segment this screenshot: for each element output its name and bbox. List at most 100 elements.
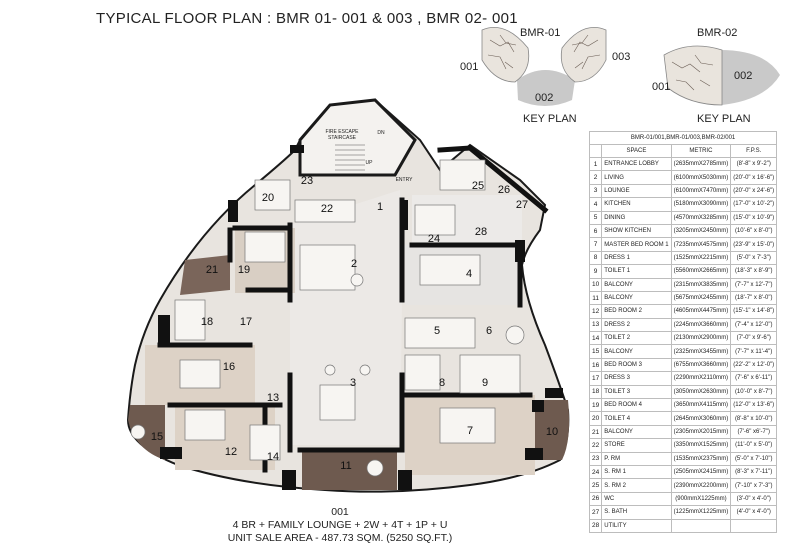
schedule-cell-metric: (2305mmX2015mm) xyxy=(670,424,732,440)
schedule-cell-no: 5 xyxy=(588,210,603,225)
schedule-cell-no: 10 xyxy=(588,277,603,292)
schedule-cell-space: BALCONY xyxy=(601,424,672,440)
room-label-26: 26 xyxy=(498,184,510,196)
room-label-14: 14 xyxy=(267,451,279,463)
room-label-9: 9 xyxy=(482,377,488,389)
schedule-cell-no: 14 xyxy=(588,331,603,346)
schedule-cell-no: 7 xyxy=(588,237,603,252)
schedule-cell-no: 2 xyxy=(588,170,603,185)
room-label-13: 13 xyxy=(267,392,279,404)
stair-dn-label: DN xyxy=(377,130,385,136)
room-label-10: 10 xyxy=(546,426,558,438)
unit-configuration: 4 BR + FAMILY LOUNGE + 2W + 4T + 1P + U xyxy=(232,519,448,531)
schedule-cell-space: TOILET 2 xyxy=(601,331,672,346)
schedule-cell-fps: (3'-0" x 4'-0") xyxy=(730,491,778,507)
schedule-cell-fps: (7'-7" x 11'-4") xyxy=(730,344,778,359)
schedule-cell-fps: (8'-8" x 9'-2") xyxy=(730,156,778,172)
key-plan-tower-label: BMR-01 xyxy=(520,27,560,39)
key-plan-caption: KEY PLAN xyxy=(697,113,751,125)
schedule-cell-no: 4 xyxy=(588,197,603,212)
area-schedule-table: BMR-01/001,BMR-01/003,BMR-02/001 SPACE M… xyxy=(588,131,778,533)
page-title: TYPICAL FLOOR PLAN : BMR 01- 001 & 003 ,… xyxy=(96,10,518,27)
unit-number: 001 xyxy=(331,506,349,518)
schedule-cell-metric: (3650mmX4115mm) xyxy=(670,398,732,413)
schedule-cell-no: 22 xyxy=(588,438,603,453)
schedule-cell-space: DRESS 2 xyxy=(601,317,672,333)
schedule-cell-space: DRESS 3 xyxy=(601,371,672,386)
schedule-cell-no: 6 xyxy=(588,223,603,239)
room-label-5: 5 xyxy=(434,325,440,337)
schedule-cell-no: 8 xyxy=(588,250,603,266)
schedule-cell-no: 19 xyxy=(588,398,603,413)
schedule-cell-no: 24 xyxy=(588,464,603,480)
schedule-title-row: BMR-01/001,BMR-01/003,BMR-02/001 xyxy=(588,131,778,145)
schedule-cell-space: MASTER BED ROOM 1 xyxy=(601,237,672,252)
schedule-cell-metric: (2290mmX2110mm) xyxy=(670,371,732,386)
schedule-cell-fps: (11'-0" x 5'-0") xyxy=(730,438,778,453)
schedule-cell-metric: (3205mmX2450mm) xyxy=(670,223,732,239)
schedule-cell-fps: (15'-1" x 14'-8") xyxy=(730,304,778,319)
room-label-15: 15 xyxy=(151,431,163,443)
room-label-27: 27 xyxy=(516,199,528,211)
schedule-cell-fps: (7'-6" x6'-7") xyxy=(730,424,778,440)
schedule-cell-metric: (3050mmX2630mm) xyxy=(670,384,732,400)
schedule-cell-metric: (1525mmX2215mm) xyxy=(670,250,732,266)
schedule-cell-no: 18 xyxy=(588,384,603,400)
schedule-cell-metric: (5675mmX2455mm) xyxy=(670,290,732,306)
schedule-cell-metric: (2245mmX3660mm) xyxy=(670,317,732,333)
fire-escape-label: FIRE ESCAPE xyxy=(325,129,359,135)
schedule-cell-fps: (7'-7" x 12'-7") xyxy=(730,277,778,292)
schedule-cell-metric: (4605mmX4475mm) xyxy=(670,304,732,319)
room-label-24: 24 xyxy=(428,233,440,245)
entry-label: ENTRY xyxy=(396,177,414,183)
schedule-cell-metric: (6100mmX7470mm) xyxy=(670,183,732,199)
room-label-11: 11 xyxy=(340,460,351,472)
schedule-cell-no: 13 xyxy=(588,317,603,333)
schedule-cell-space: S. RM 1 xyxy=(601,464,672,480)
schedule-cell-no: 16 xyxy=(588,357,603,373)
stair-up-label: UP xyxy=(366,160,374,166)
schedule-cell-space: TOILET 1 xyxy=(601,264,672,279)
schedule-cell-no: 25 xyxy=(588,478,603,493)
schedule-cell-metric xyxy=(670,518,732,533)
schedule-cell-metric: (900mmX1225mm) xyxy=(670,491,732,507)
schedule-cell-no: 26 xyxy=(588,491,603,507)
schedule-cell-space: SHOW KITCHEN xyxy=(601,223,672,239)
schedule-cell-no: 3 xyxy=(588,183,603,199)
schedule-cell-fps: (7'-10" x 7'-3") xyxy=(730,478,778,493)
schedule-cell-no: 21 xyxy=(588,424,603,440)
schedule-cell-no: 1 xyxy=(588,156,603,172)
key-plan-bmr-01: BMR-01 001 003 002 KEY PLAN xyxy=(460,26,630,125)
schedule-title: BMR-01/001,BMR-01/003,BMR-02/001 xyxy=(588,131,778,145)
schedule-cell-metric: (2325mmX3455mm) xyxy=(670,344,732,359)
schedule-cell-no: 28 xyxy=(588,518,603,533)
schedule-cell-space: KITCHEN xyxy=(601,197,672,212)
room-label-19: 19 xyxy=(238,264,250,276)
schedule-cell-metric: (2390mmX2200mm) xyxy=(670,478,732,493)
schedule-cell-metric: (5180mmX3090mm) xyxy=(670,197,732,212)
unit-sale-area: UNIT SALE AREA - 487.73 SQM. (5250 SQ.FT… xyxy=(227,532,453,544)
room-label-21: 21 xyxy=(206,264,218,276)
schedule-cell-no: 12 xyxy=(588,304,603,319)
main-floor-plan: FIRE ESCAPE STAIRCASE DN UP ENTRY xyxy=(126,98,570,493)
room-label-6: 6 xyxy=(486,325,492,337)
key-plan-unit-001: 001 xyxy=(652,81,670,93)
schedule-cell-metric: (2315mmX3835mm) xyxy=(670,277,732,292)
schedule-header-space: SPACE xyxy=(601,144,672,158)
